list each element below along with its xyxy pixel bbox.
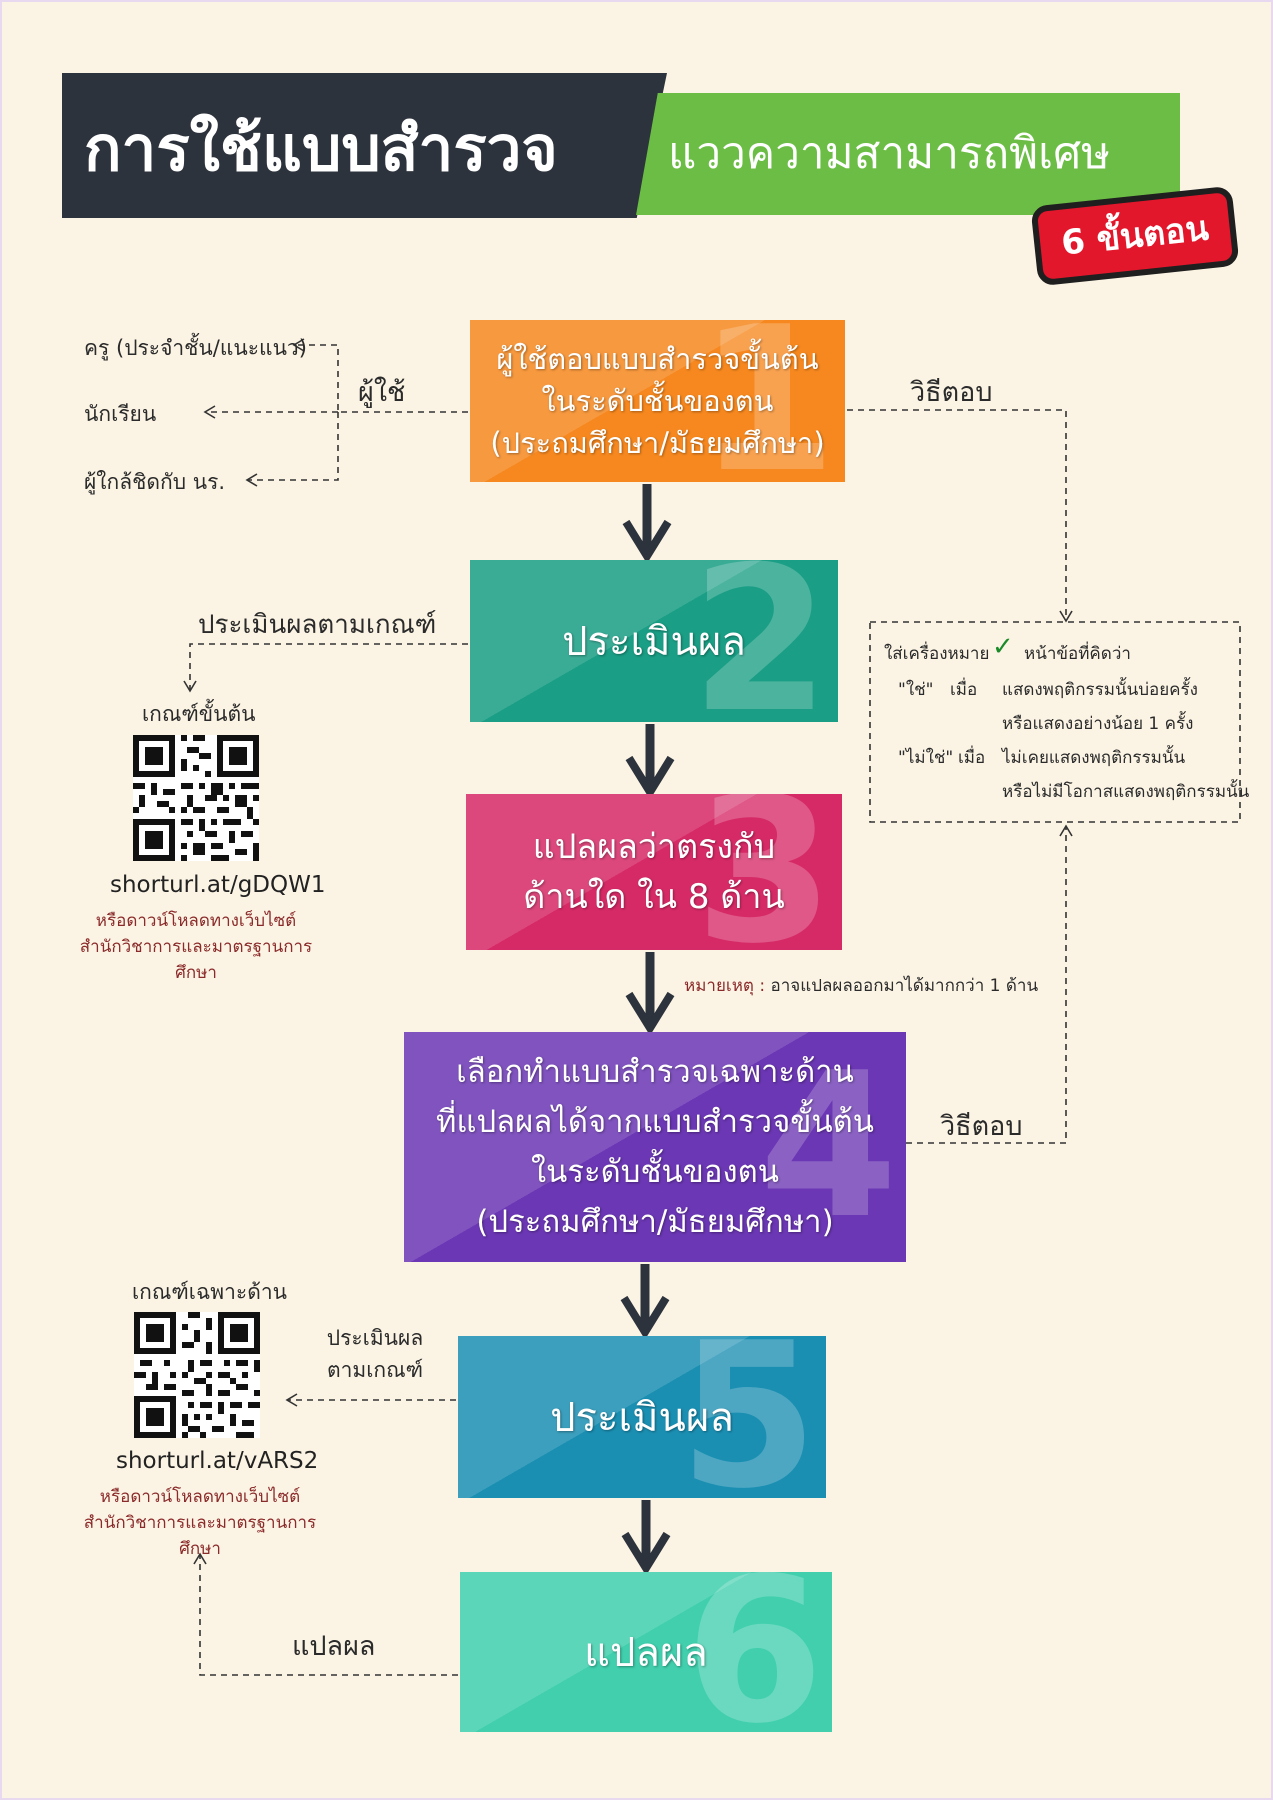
step-4-text: เลือกทำแบบสำรวจเฉพาะด้าน ที่แปลผลได้จากแ… — [436, 1054, 874, 1240]
step-5-text: ประเมินผล — [550, 1395, 734, 1441]
criteria-basic-url[interactable]: shorturl.at/gDQW1 — [110, 872, 326, 898]
step-2-box: 2 ประเมินผล — [470, 560, 838, 722]
answer-line-1-prefix: ใส่เครื่องหมาย — [884, 644, 990, 664]
qr-code-specific[interactable] — [134, 1312, 260, 1438]
interpret-label: แปลผล — [292, 1631, 376, 1662]
step-3-box: 3 แปลผลว่าตรงกับ ด้านใด ใน 8 ด้าน — [466, 794, 842, 950]
flow-arrowhead-2-3 — [625, 755, 675, 800]
flow-arrowhead-5-6 — [621, 1531, 671, 1576]
answer-link-bottom — [906, 824, 1073, 1144]
remark: หมายเหตุ : อาจแปลผลออกมาได้มากกว่า 1 ด้า… — [684, 972, 1038, 999]
criteria-basic-note: หรือดาวน์โหลดทางเว็บไซต์ สำนักวิชาการและ… — [79, 911, 313, 983]
answer-method-label-bottom: วิธีตอบ — [940, 1111, 1023, 1142]
remark-text: อาจแปลผลออกมาได้มากกว่า 1 ด้าน — [770, 976, 1039, 996]
flow-arrowhead-4-5 — [620, 1295, 670, 1340]
user-close-person: ผู้ใกล้ชิดกับ นร. — [84, 470, 226, 494]
answer-no-line-2: หรือไม่มีโอกาสแสดงพฤติกรรมนั้น — [1002, 782, 1250, 802]
interpret-link — [193, 1552, 458, 1676]
answer-method-label-top: วิธีตอบ — [910, 377, 993, 408]
header-green-banner — [636, 93, 1180, 215]
user-teacher: ครู (ประจำชั้น/แนะแนว) — [84, 336, 307, 360]
answer-yes-key: "ใช่" — [898, 680, 934, 700]
answer-box-border — [869, 621, 1241, 823]
step-2-text: ประเมินผล — [562, 619, 746, 665]
criteria-basic-link-label: ประเมินผลตามเกณฑ์ — [198, 610, 437, 640]
step-1-text: ผู้ใช้ตอบแบบสำรวจขั้นต้น ในระดับชั้นของต… — [490, 342, 825, 460]
page-subtitle: แววความสามารถพิเศษ — [668, 128, 1111, 179]
users-label: ผู้ใช้ — [358, 377, 406, 408]
criteria-basic-title: เกณฑ์ขั้นต้น — [142, 702, 256, 726]
step-3-number: 3 — [694, 794, 834, 950]
criteria-specific-url[interactable]: shorturl.at/vARS2 — [116, 1448, 319, 1474]
header-dark-banner — [62, 73, 667, 218]
step-5-box: 5 ประเมินผล — [458, 1336, 826, 1498]
flow-arrowhead-1-2 — [622, 519, 672, 564]
check-icon: ✓ — [992, 632, 1014, 662]
answer-line-1-suffix: หน้าข้อที่คิดว่า — [1024, 644, 1131, 664]
answer-yes-line-1: แสดงพฤติกรรมนั้นบ่อยครั้ง — [1002, 680, 1198, 700]
step-5-number: 5 — [678, 1336, 818, 1498]
criteria-specific-title: เกณฑ์เฉพาะด้าน — [132, 1280, 287, 1304]
flow-arrowhead-3-4 — [625, 991, 675, 1036]
page-title: การใช้แบบสำรวจ — [84, 112, 558, 185]
step-4-box: 4 เลือกทำแบบสำรวจเฉพาะด้าน ที่แปลผลได้จา… — [404, 1032, 906, 1262]
criteria-specific-link-label: ประเมินผล ตามเกณฑ์ — [326, 1326, 424, 1382]
users-link-close — [245, 412, 339, 487]
answer-no-key: "ไม่ใช่" — [898, 748, 954, 768]
step-1-box: 1 ผู้ใช้ตอบแบบสำรวจขั้นต้น ในระดับชั้นขอ… — [470, 320, 845, 482]
answer-link-top — [847, 409, 1073, 623]
step-6-text: แปลผล — [584, 1630, 708, 1676]
step-6-number: 6 — [684, 1572, 824, 1732]
step-6-box: 6 แปลผล — [460, 1572, 832, 1732]
answer-no-line-1: ไม่เคยแสดงพฤติกรรมนั้น — [1002, 748, 1186, 768]
step-3-text: แปลผลว่าตรงกับ ด้านใด ใน 8 ด้าน — [523, 827, 785, 917]
step-1-number: 1 — [697, 320, 837, 482]
criteria-basic-link — [183, 643, 468, 693]
user-student: นักเรียน — [84, 402, 157, 426]
remark-key: หมายเหตุ : — [684, 976, 766, 996]
answer-yes-line-2: หรือแสดงอย่างน้อย 1 ครั้ง — [1002, 714, 1194, 734]
answer-yes-when: เมื่อ — [950, 680, 978, 700]
answer-no-when: เมื่อ — [958, 748, 986, 768]
qr-code-basic[interactable] — [133, 735, 259, 861]
step-4-number: 4 — [758, 1032, 898, 1262]
criteria-specific-note: หรือดาวน์โหลดทางเว็บไซต์ สำนักวิชาการและ… — [83, 1487, 317, 1559]
step-2-number: 2 — [690, 560, 830, 722]
